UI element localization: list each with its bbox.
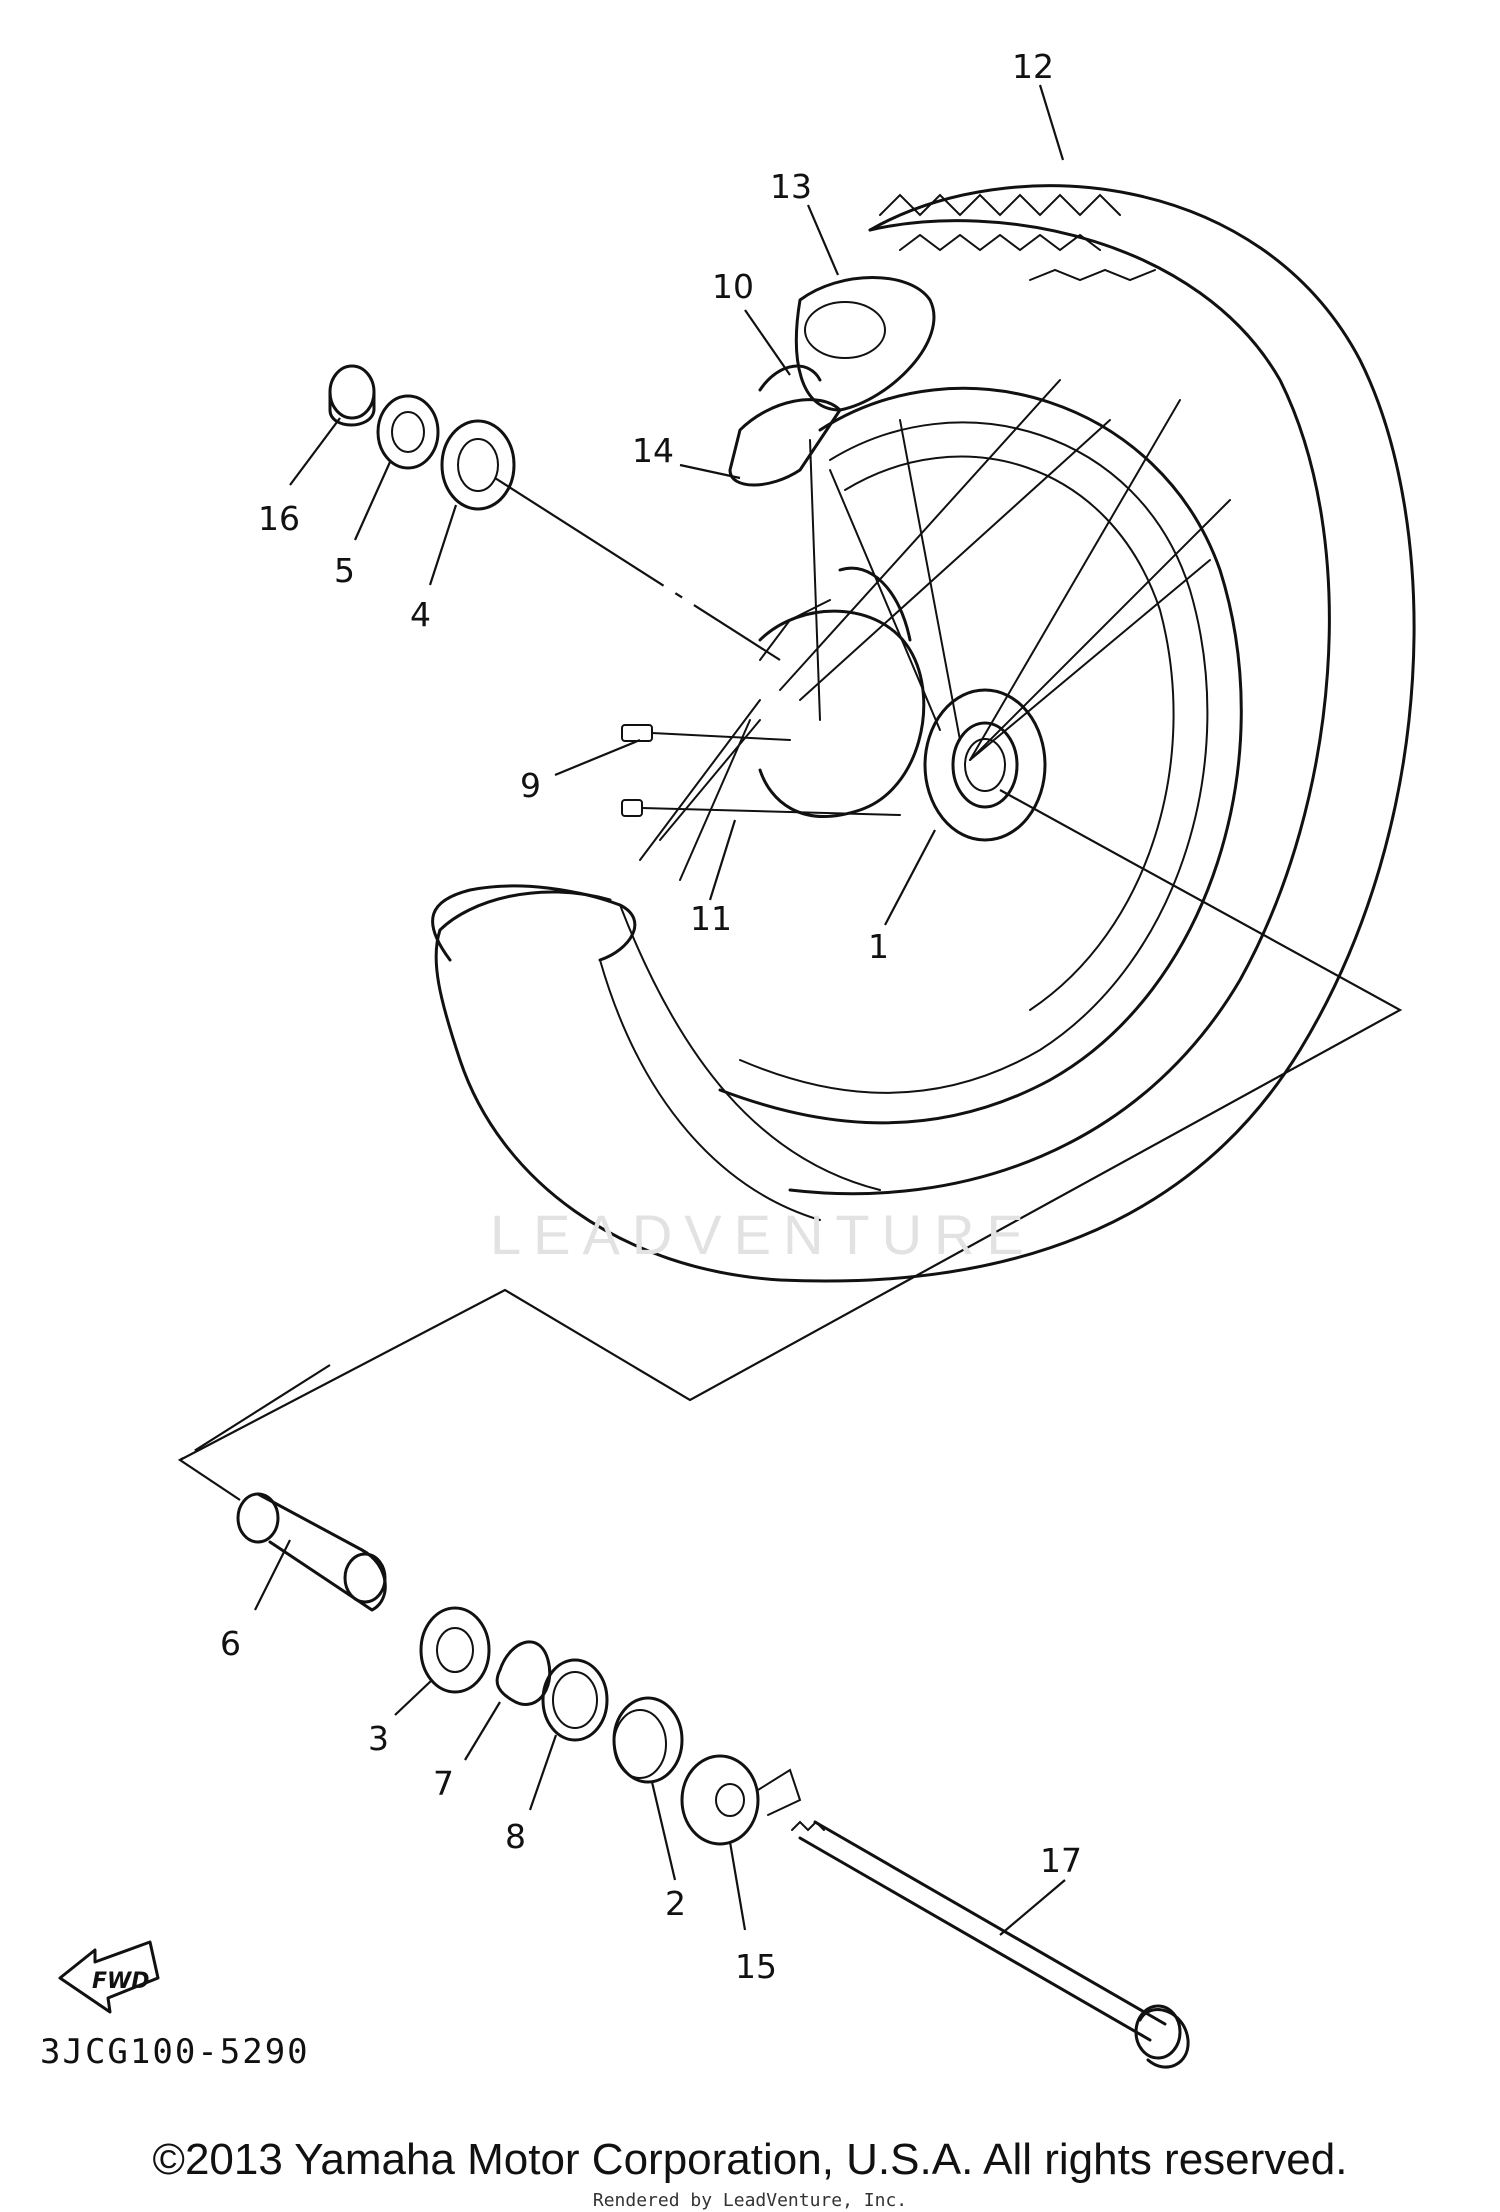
part-code: 3JCG100-5290	[40, 2032, 310, 2072]
callout-1: 1	[868, 927, 889, 966]
callout-14: 14	[632, 431, 674, 470]
spoke-set	[621, 719, 901, 841]
callout-7: 7	[433, 1764, 454, 1803]
callout-16: 16	[258, 499, 300, 538]
callout-2: 2	[665, 1884, 686, 1923]
callout-17: 17	[1040, 1841, 1082, 1880]
callout-4: 4	[410, 595, 431, 634]
assembly-lines	[177, 477, 1403, 1501]
watermark: LEADVENTURE	[490, 1203, 1036, 1266]
collar-2	[612, 1696, 684, 1784]
hub	[758, 566, 1047, 842]
fwd-arrow-icon: FWD	[58, 1940, 160, 2014]
oil-seal-8	[541, 1658, 609, 1742]
copyright-notice: ©2013 Yamaha Motor Corporation, U.S.A. A…	[152, 2135, 1348, 2184]
fwd-label: FWD	[92, 1969, 150, 1994]
rim	[718, 387, 1243, 1125]
callout-15: 15	[735, 1947, 777, 1986]
callout-9: 9	[520, 766, 541, 805]
rendered-by: Rendered by LeadVenture, Inc.	[592, 2190, 908, 2211]
callouts: 12 13 10 14 16 5 4 9 11 1 6 3 7 8 2 15 1…	[220, 47, 1082, 1986]
bearing-group-top	[328, 364, 516, 511]
spokes	[639, 379, 1231, 881]
axle-17	[791, 1820, 1190, 2069]
callout-10: 10	[712, 267, 754, 306]
callout-6: 6	[220, 1624, 241, 1663]
tube-and-rim-band	[728, 276, 936, 487]
retainer-7	[495, 1640, 552, 1706]
callout-12: 12	[1012, 47, 1054, 86]
callout-11: 11	[690, 899, 732, 938]
bearing-3	[419, 1606, 491, 1694]
speedometer-gear-15	[680, 1754, 802, 1846]
spacer-6	[236, 1492, 387, 1612]
callout-8: 8	[505, 1817, 526, 1856]
callout-13: 13	[770, 167, 812, 206]
callout-5: 5	[334, 551, 355, 590]
callout-leaders	[254, 84, 1066, 1936]
callout-3: 3	[368, 1719, 389, 1758]
